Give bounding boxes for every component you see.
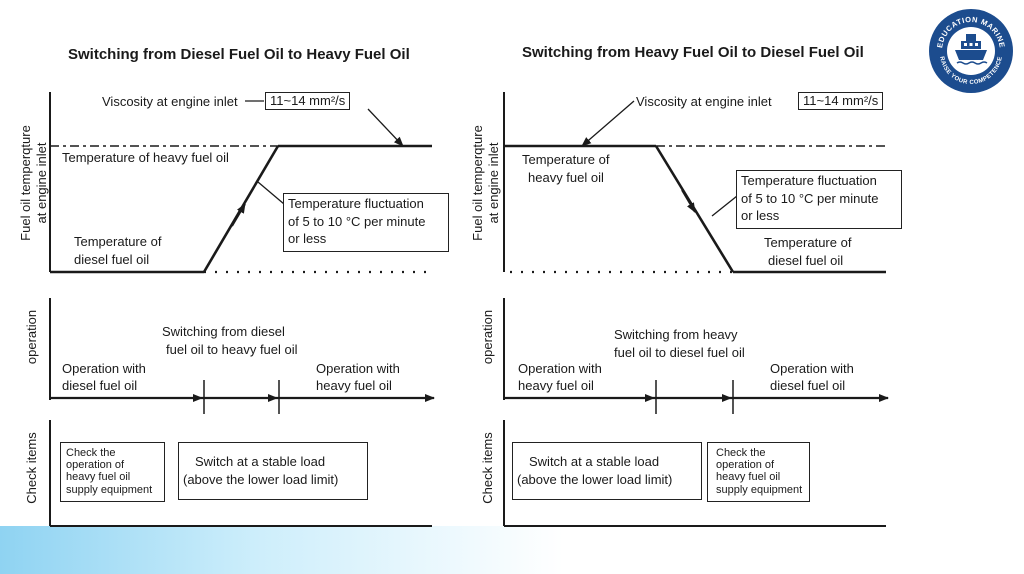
right-op-start-2: heavy fuel oil [518, 378, 594, 393]
right-viscosity-value-box: 11~14 mm²/s [798, 92, 884, 111]
right-fluctuation-box: Temperature fluctuation of 5 to 10 °C pe… [736, 170, 902, 229]
left-check-ylabel: Check items [24, 432, 39, 504]
left-op-end-1: Operation with [316, 361, 400, 376]
left-fluct-leader [257, 181, 285, 205]
ship-icon [955, 34, 988, 65]
left-viscosity-label: Viscosity at engine inlet [102, 94, 238, 109]
left-op-end-2: heavy fuel oil [316, 378, 392, 393]
left-op-start-2: diesel fuel oil [62, 378, 138, 393]
left-viscosity-value-box: 11~14 mm²/s [265, 92, 351, 111]
right-op-end-2: diesel fuel oil [770, 378, 846, 393]
right-viscosity-leader [581, 100, 635, 147]
right-check-box: Check the operation of heavy fuel oil su… [707, 442, 810, 502]
left-ramp-arrow [231, 203, 246, 227]
right-op-start-1: Operation with [518, 361, 602, 376]
right-dfo-temp-label-2: diesel fuel oil [768, 253, 844, 268]
right-switch-label-1: Switching from heavy [614, 327, 738, 342]
left-switch-label-2: fuel oil to heavy fuel oil [166, 342, 298, 357]
left-viscosity-leader [367, 108, 404, 147]
right-fluct-leader [711, 195, 738, 217]
left-dfo-temp-label-2: diesel fuel oil [74, 252, 150, 267]
right-switch-label-2: fuel oil to diesel fuel oil [614, 345, 745, 360]
left-check-box: Check the operation of heavy fuel oil su… [60, 442, 165, 502]
left-switch-label-1: Switching from diesel [162, 324, 285, 339]
right-hfo-temp-label-1: Temperature of [522, 152, 610, 167]
right-dfo-temp-label-1: Temperature of [764, 235, 852, 250]
right-title: Switching from Heavy Fuel Oil to Diesel … [522, 44, 864, 61]
left-fluctuation-box: Temperature fluctuation of 5 to 10 °C pe… [283, 193, 449, 252]
right-op-end-1: Operation with [770, 361, 854, 376]
right-viscosity-label: Viscosity at engine inlet [636, 94, 772, 109]
right-ramp-arrow [681, 189, 696, 213]
right-hfo-temp-label-2: heavy fuel oil [528, 170, 604, 185]
right-temp-ylabel: Fuel oil temperqture at engine inlet [470, 125, 501, 241]
left-op-start-1: Operation with [62, 361, 146, 376]
left-title: Switching from Diesel Fuel Oil to Heavy … [68, 46, 410, 63]
left-hfo-temp-label: Temperature of heavy fuel oil [62, 150, 229, 165]
bottom-gradient-band [0, 526, 1024, 574]
right-stable-load-box: Switch at a stable load (above the lower… [512, 442, 702, 500]
left-dfo-temp-label-1: Temperature of [74, 234, 162, 249]
left-stable-load-box: Switch at a stable load (above the lower… [178, 442, 368, 500]
left-temp-ylabel: Fuel oil temperqture at engine inlet [18, 125, 49, 241]
left-operation-ylabel: operation [24, 309, 39, 365]
right-check-ylabel: Check items [480, 432, 495, 504]
right-operation-ylabel: operation [480, 309, 495, 365]
education-marine-logo: EDUCATION MARINE RAISE YOUR COMPETENCE [929, 9, 1013, 93]
